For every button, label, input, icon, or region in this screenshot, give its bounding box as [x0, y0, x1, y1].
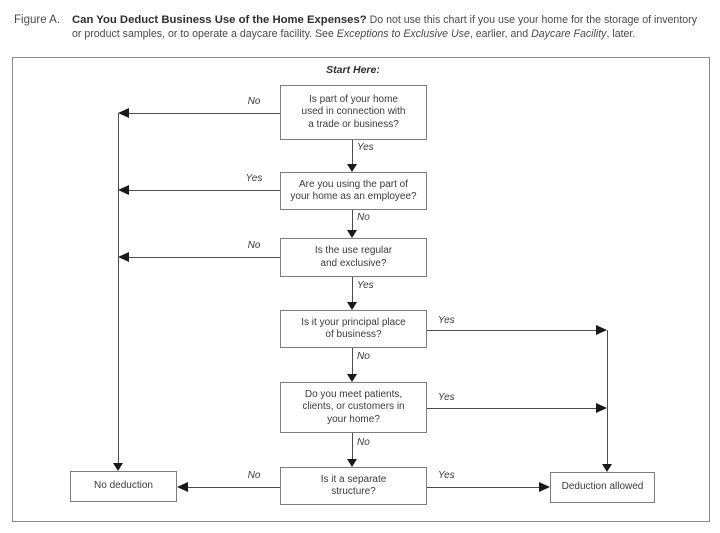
- node-no-deduction: No deduction: [70, 471, 177, 502]
- arrowhead-right: [539, 482, 550, 492]
- line-segment: [427, 408, 597, 409]
- edge-label-q4-yes: Yes: [438, 315, 455, 326]
- line-segment: [128, 257, 280, 258]
- line-segment: [118, 113, 119, 464]
- caption-text-3: , later.: [606, 28, 636, 40]
- edge-label-q2-yes: Yes: [245, 173, 263, 184]
- start-here-label: Start Here:: [326, 64, 380, 76]
- node-q2-employee-use: Are you using the part of your home as a…: [280, 172, 427, 210]
- line-segment: [427, 330, 597, 331]
- line-segment: [128, 113, 280, 114]
- arrowhead-right: [596, 403, 607, 413]
- arrowhead-right: [596, 325, 607, 335]
- caption-italic-2: Daycare Facility: [531, 28, 607, 40]
- edge-label-q3-yes: Yes: [357, 280, 374, 291]
- arrowhead-down: [347, 302, 357, 310]
- edge-label-q2-no: No: [357, 212, 370, 223]
- edge-label-q1-yes: Yes: [357, 142, 374, 153]
- line-segment: [187, 487, 280, 488]
- caption-text-1: Do not use this chart if you use your ho…: [72, 14, 697, 40]
- edge-label-q3-no: No: [247, 240, 261, 251]
- node-deduction-allowed: Deduction allowed: [550, 472, 655, 503]
- line-segment: [128, 190, 280, 191]
- edge-label-q1-no: No: [247, 96, 261, 107]
- line-segment: [427, 487, 540, 488]
- line-segment: [352, 210, 353, 231]
- edge-label-q6-yes: Yes: [438, 470, 455, 481]
- edge-label-q4-no: No: [357, 351, 370, 362]
- figure-caption: Can You Deduct Business Use of the Home …: [72, 13, 702, 41]
- arrowhead-down: [347, 374, 357, 382]
- edge-label-q5-no: No: [357, 437, 370, 448]
- arrowhead-down: [347, 164, 357, 172]
- caption-text-2: , earlier, and: [469, 28, 532, 40]
- line-segment: [352, 277, 353, 303]
- arrowhead-left: [118, 252, 129, 262]
- arrowhead-left: [118, 185, 129, 195]
- node-q1-home-used-for-business: Is part of your home used in connection …: [280, 85, 427, 140]
- edge-label-q5-yes: Yes: [438, 392, 455, 403]
- line-segment: [352, 348, 353, 375]
- node-q4-principal-place: Is it your principal place of business?: [280, 310, 427, 348]
- node-q6-separate-structure: Is it a separate structure?: [280, 467, 427, 505]
- edge-label-q6-no: No: [247, 470, 261, 481]
- figure-label: Figure A.: [14, 14, 61, 26]
- arrowhead-down-into-deduction-allowed: [602, 464, 612, 472]
- figure-header: Figure A. Can You Deduct Business Use of…: [14, 13, 708, 41]
- node-q5-meet-patients: Do you meet patients, clients, or custom…: [280, 382, 427, 433]
- caption-italic-1: Exceptions to Exclusive Use: [336, 28, 470, 40]
- line-segment: [607, 330, 608, 465]
- arrowhead-down-into-no-deduction: [113, 463, 123, 471]
- arrowhead-left: [177, 482, 188, 492]
- arrowhead-down: [347, 459, 357, 467]
- line-segment: [352, 433, 353, 460]
- node-q3-regular-exclusive: Is the use regular and exclusive?: [280, 238, 427, 277]
- arrowhead-down: [347, 230, 357, 238]
- line-segment: [352, 140, 353, 165]
- arrowhead-left: [118, 108, 129, 118]
- figure-title: Can You Deduct Business Use of the Home …: [72, 14, 367, 26]
